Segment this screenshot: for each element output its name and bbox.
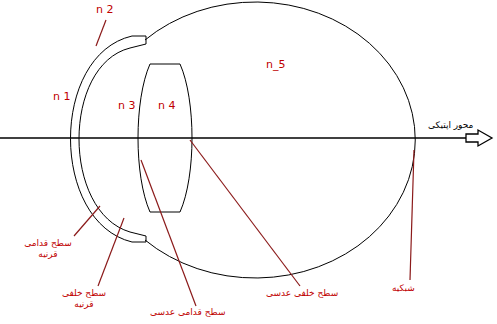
cornea-end — [130, 232, 146, 242]
leader-line — [96, 20, 106, 46]
cornea-outer — [71, 36, 133, 242]
part-label: سطح خلفی عدسی — [266, 288, 338, 299]
leader-line — [98, 218, 124, 286]
refractive-index: n 1 — [53, 90, 70, 103]
axis-arrow — [466, 130, 492, 146]
cornea-end — [130, 36, 146, 48]
leader-line — [74, 206, 100, 236]
leader-line — [190, 140, 300, 286]
refractive-index: n 4 — [158, 99, 175, 112]
lens-outline — [138, 64, 192, 212]
refractive-index: n 3 — [118, 99, 135, 112]
part-label: شبکیه — [392, 283, 415, 294]
cornea-inner — [79, 48, 130, 232]
optical-axis — [0, 137, 478, 138]
part-label: سطح قدامی قرنیه — [22, 238, 74, 260]
refractive-index: n 2 — [96, 3, 113, 16]
part-label: سطح خلفی قرنیه — [60, 288, 108, 310]
axis-label: محور اپتیکی — [428, 120, 473, 131]
eyeball-outline — [145, 2, 415, 278]
refractive-index: n_5 — [266, 58, 285, 71]
part-label: سطح قدامی عدسی — [150, 307, 225, 318]
leader-line — [410, 150, 414, 280]
leader-line — [141, 160, 196, 306]
